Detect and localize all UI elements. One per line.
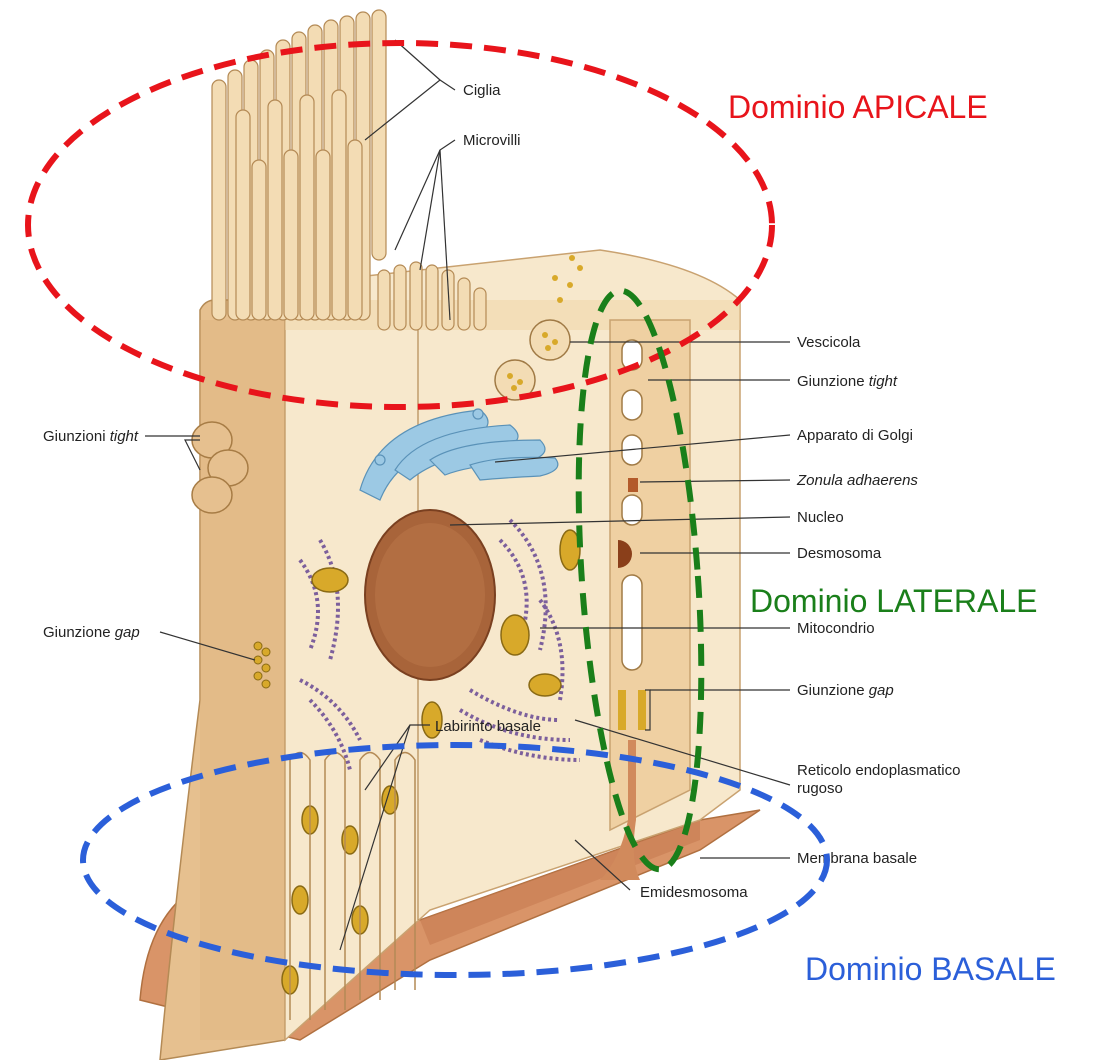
label-emidesmosoma: Emidesmosoma [640,884,748,901]
label-giunzione-tight: Giunzione tight [797,373,898,390]
label-desmosoma: Desmosoma [797,545,882,562]
label-vescicola: Vescicola [797,334,861,351]
label-labirinto-basale: Labirinto basale [435,718,541,735]
domain-apicale-title: Dominio APICALE [728,89,988,125]
label-nucleo: Nucleo [797,509,844,526]
label-ciglia: Ciglia [463,82,501,99]
label-microvilli: Microvilli [463,132,521,149]
domain-laterale-title: Dominio LATERALE [750,583,1038,619]
label-reticolo-line1: Reticolo endoplasmatico [797,762,960,779]
label-membrana-basale: Membrana basale [797,850,917,867]
cell-left-face [160,300,285,1060]
domain-basale-title: Dominio BASALE [805,951,1056,987]
label-zonula-adhaerens: Zonula adhaerens [796,472,918,489]
label-giunzioni-tight-left: Giunzioni tight [43,428,139,445]
label-giunzione-gap-left: Giunzione gap [43,624,140,641]
label-giunzione-gap-right: Giunzione gap [797,682,894,699]
nucleus [365,510,495,680]
label-mitocondrio: Mitocondrio [797,620,875,637]
zonula-adhaerens-shape [628,478,638,492]
cilia-bundle [212,10,386,320]
label-apparato-golgi: Apparato di Golgi [797,427,913,444]
label-reticolo-line2: rugoso [797,780,843,797]
